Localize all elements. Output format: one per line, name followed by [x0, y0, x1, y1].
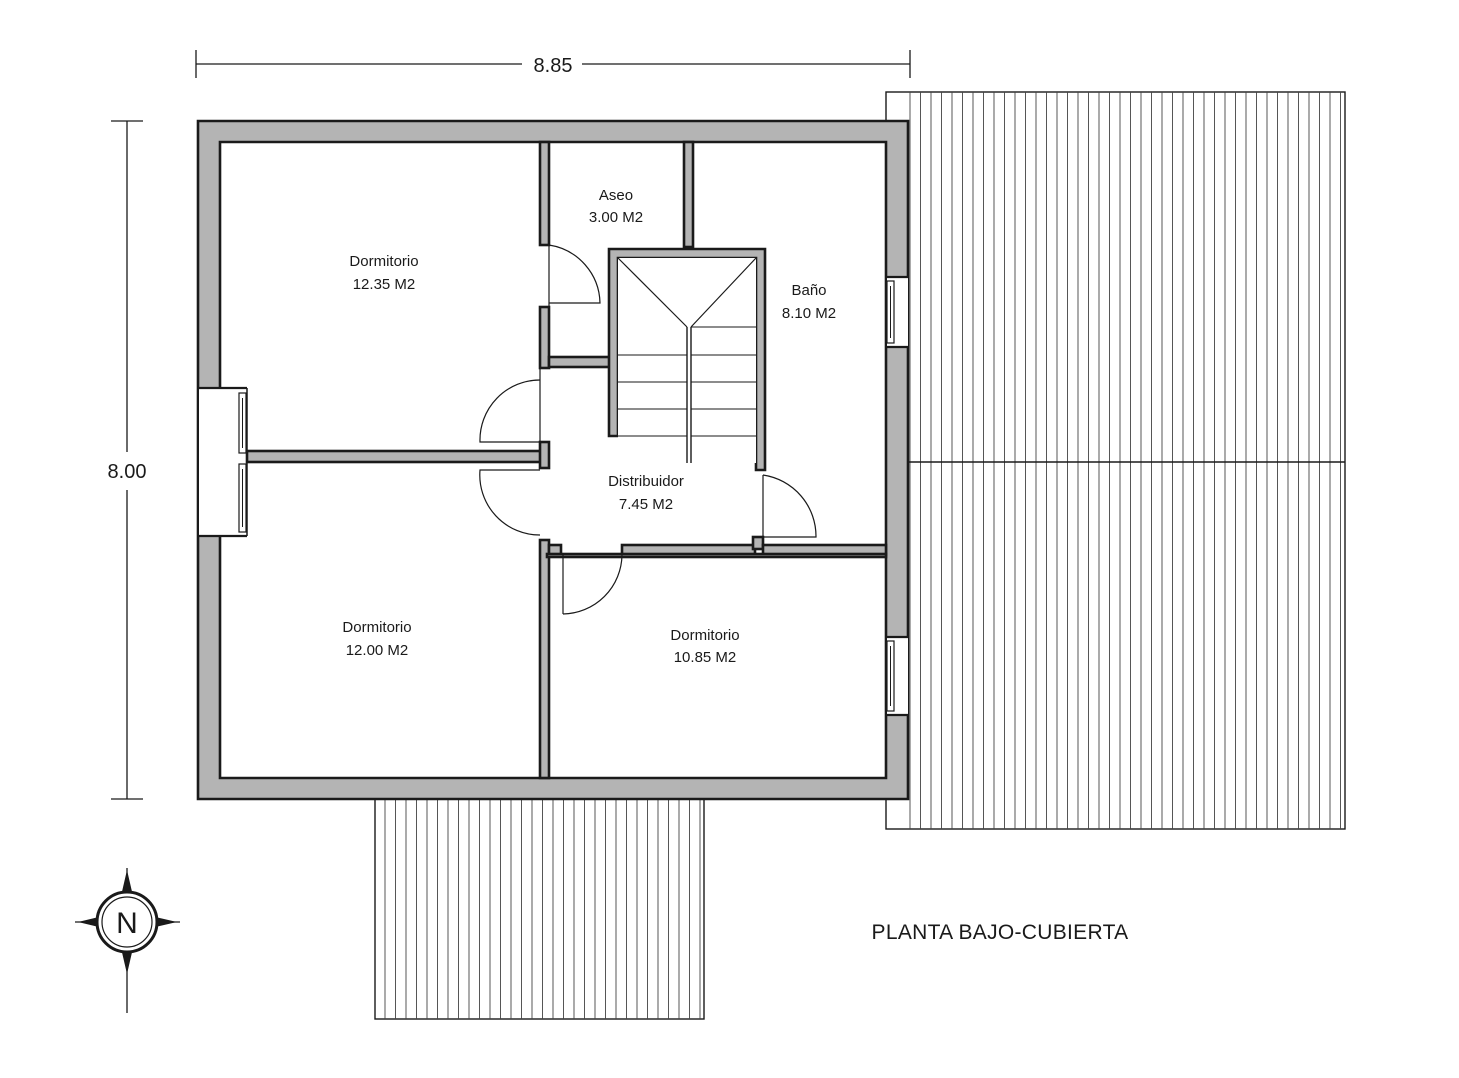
- dimension-height-label: 8.00: [108, 461, 147, 483]
- window-east-bedroom: [886, 640, 895, 712]
- window-west: [238, 392, 247, 533]
- door-dormitorio-3: [562, 554, 623, 615]
- north-compass-icon: N: [75, 868, 180, 1013]
- room-name: Baño: [791, 282, 826, 299]
- room-distribuidor: Distribuidor 7.45 M2: [608, 473, 684, 513]
- door-dormitorio-2: [479, 469, 541, 536]
- room-bano: Baño 8.10 M2: [782, 282, 836, 322]
- room-name: Dormitorio: [670, 627, 739, 644]
- staircase: [617, 257, 757, 463]
- roof-deck-east: [885, 91, 1346, 830]
- door-aseo: [548, 244, 601, 306]
- room-name: Aseo: [599, 187, 633, 204]
- dimension-height: 8.00: [108, 120, 147, 800]
- door-dormitorio-1: [479, 368, 541, 443]
- room-name: Distribuidor: [608, 473, 684, 490]
- room-area: 12.00 M2: [346, 642, 409, 659]
- room-area: 3.00 M2: [589, 209, 643, 226]
- room-name: Dormitorio: [342, 619, 411, 636]
- roof-deck-south: [374, 798, 705, 1020]
- room-name: Dormitorio: [349, 253, 418, 270]
- room-dormitorio-1: Dormitorio 12.35 M2: [349, 253, 418, 293]
- dimension-width-label: 8.85: [534, 55, 573, 77]
- room-area: 12.35 M2: [353, 276, 416, 293]
- room-area: 8.10 M2: [782, 305, 836, 322]
- room-area: 10.85 M2: [674, 649, 737, 666]
- room-dormitorio-3: Dormitorio 10.85 M2: [670, 627, 739, 666]
- room-dormitorio-2: Dormitorio 12.00 M2: [342, 619, 411, 659]
- door-bano: [762, 474, 817, 538]
- compass-label: N: [116, 907, 138, 940]
- window-east-bath: [886, 280, 895, 344]
- plan-title: PLANTA BAJO-CUBIERTA: [872, 921, 1129, 944]
- room-area: 7.45 M2: [619, 496, 673, 513]
- room-aseo: Aseo 3.00 M2: [589, 187, 643, 226]
- dimension-width: 8.85: [195, 50, 911, 78]
- walls: [196, 119, 910, 801]
